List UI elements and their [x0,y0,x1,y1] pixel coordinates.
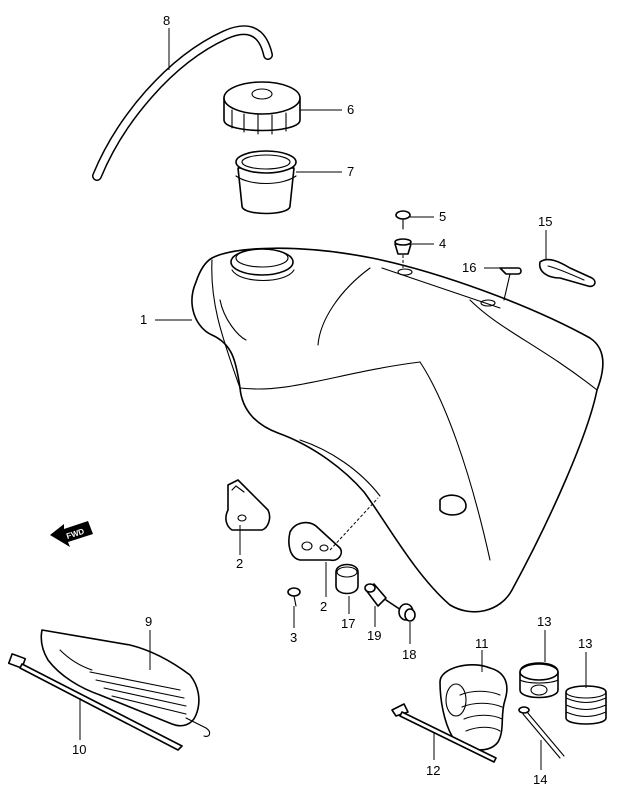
callout-4: 4 [439,236,446,251]
callout-16: 16 [462,260,476,275]
callout-11: 11 [475,636,489,651]
callout-3: 3 [290,630,297,645]
callout-12: 12 [426,763,440,778]
leader-lines [79,28,587,770]
callout-13-damper: 13 [537,614,551,629]
washer-bolt-part [385,599,416,622]
bracket-lower-part [288,497,379,562]
callout-6: 6 [347,102,354,117]
callout-numbers: 8 1 6 7 5 4 16 15 2 2 3 17 19 18 9 10 11… [72,13,592,787]
breather-hose-part [92,25,273,181]
collar-part [364,583,387,607]
callout-5: 5 [439,209,446,224]
pin-part [518,706,565,759]
callout-17: 17 [341,616,355,631]
damper-part [519,662,559,699]
cable-tie-2-part [391,703,497,763]
callout-9: 9 [145,614,152,629]
fuel-cap-part [223,81,301,135]
filler-neck-part [235,150,297,215]
bolt-part [395,210,411,230]
cable-tie-part [7,653,183,751]
spring-part [565,685,607,725]
fwd-arrow-icon: FWD [50,521,93,547]
hose-clamp-part [538,258,596,288]
callout-15: 15 [538,214,552,229]
screw-part [287,587,301,607]
callout-7: 7 [347,164,354,179]
callout-2-lower: 2 [320,599,327,614]
callout-19: 19 [367,628,381,643]
callout-8: 8 [163,13,170,28]
boot-part [439,664,508,751]
callout-10: 10 [72,742,86,757]
callout-2-upper: 2 [236,556,243,571]
fuel-tank-part [191,247,604,613]
callout-18: 18 [402,647,416,662]
grommet-part [335,563,359,595]
bracket-upper-part [225,479,271,531]
callout-14: 14 [533,772,547,787]
callout-1: 1 [140,312,147,327]
callout-13-spring: 13 [578,636,592,651]
cushion-part [394,238,412,268]
clip-part [499,267,522,301]
heat-shield-part [40,629,211,737]
